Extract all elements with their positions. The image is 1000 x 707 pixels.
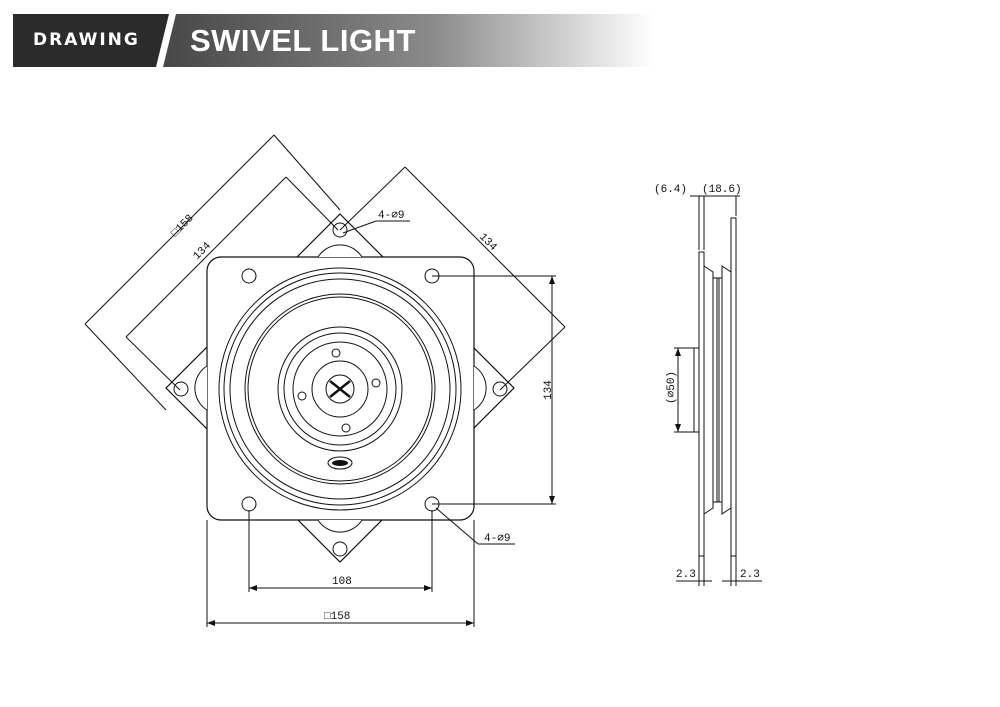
header-tag: DRAWING — [33, 30, 140, 50]
hole-right — [492, 381, 508, 397]
side-bearing-body — [703, 265, 714, 515]
bottom-ear — [317, 519, 363, 533]
header-background — [13, 14, 653, 67]
hole-bottom — [332, 541, 348, 557]
ring-6 — [277, 326, 403, 452]
ring-1 — [218, 267, 462, 511]
dim-hole-top: 4-∅9 — [378, 210, 404, 222]
ring-7 — [283, 332, 397, 446]
dim-height: 134 — [543, 380, 555, 400]
dim-side-diameter: (∅50) — [666, 371, 678, 404]
ring-8 — [292, 341, 388, 437]
dim-diag-right: 134 — [476, 231, 499, 254]
side-bottom-plate — [698, 251, 705, 557]
brand-logo-icon — [327, 456, 353, 470]
ring-10 — [325, 374, 355, 404]
ring-3 — [229, 278, 451, 500]
dim-side-bottom-left: 2.3 — [676, 569, 696, 581]
hole-top — [332, 222, 348, 238]
hole-left — [173, 381, 189, 397]
dim-diag-inner: 134 — [191, 240, 214, 263]
dim-side-left-top: (6.4) — [654, 184, 687, 196]
drawing-header: DRAWING SWIVEL LIGHT — [13, 14, 653, 67]
side-top-plate — [730, 217, 737, 557]
header-title: SWIVEL LIGHT — [190, 23, 416, 58]
dim-width: □158 — [324, 611, 350, 623]
left-ear — [194, 365, 208, 411]
ring-5 — [247, 296, 433, 482]
top-ear — [317, 244, 363, 258]
hole-sq-tl — [241, 268, 257, 284]
ring-9 — [311, 360, 369, 418]
ring-4 — [244, 293, 436, 485]
dim-side-bottom-right: 2.3 — [740, 569, 760, 581]
dim-pitch: 108 — [332, 576, 352, 588]
dim-hole-bottom: 4-∅9 — [484, 533, 510, 545]
dim-side-right-top: (18.6) — [702, 184, 742, 196]
ring-2 — [223, 272, 457, 506]
right-ear — [473, 365, 487, 411]
